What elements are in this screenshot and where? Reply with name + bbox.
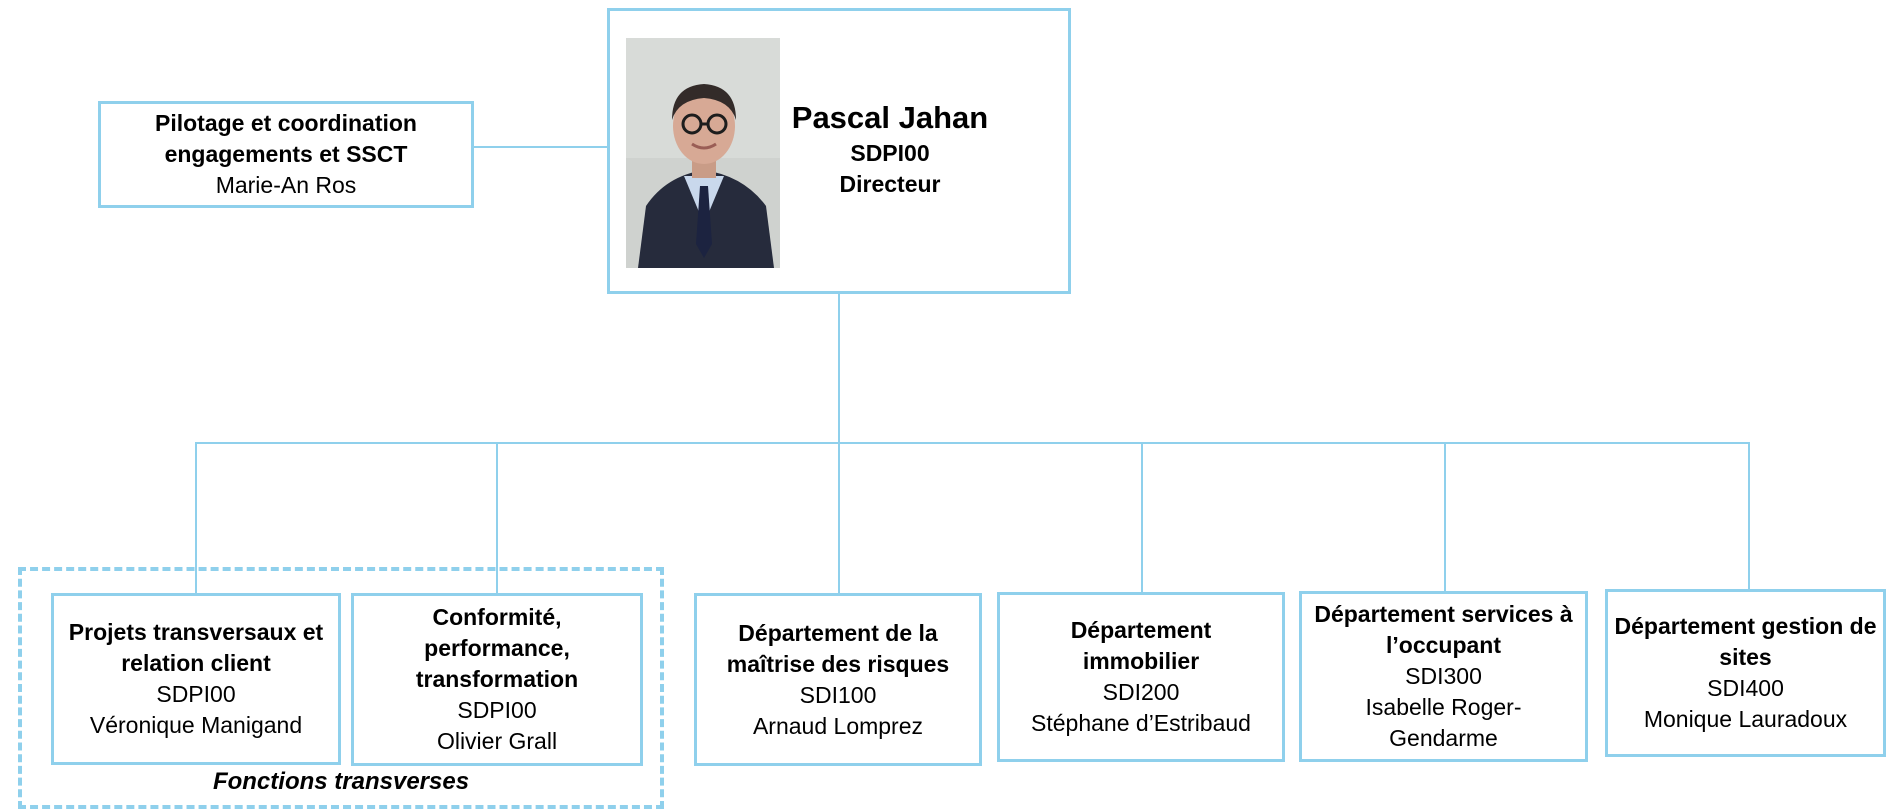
unit-title: Département gestion de sites: [1614, 613, 1877, 670]
staff-title: Pilotage et coordination engagements et …: [155, 110, 417, 167]
unit-title: Projets transversaux et relation client: [68, 619, 324, 676]
connector-horizontal: [195, 442, 1750, 444]
unit-box-6: Département gestion de sites SDI400 Moni…: [1605, 589, 1886, 757]
unit-code: SDI100: [799, 681, 877, 708]
unit-title: Conformité, performance, transformation: [415, 604, 579, 692]
unit-box-2: Conformité, performance, transformation …: [351, 593, 643, 766]
connector-unit-6: [1748, 442, 1750, 590]
unit-title: Département services à l’occupant: [1314, 601, 1573, 658]
unit-person: Arnaud Lomprez: [752, 712, 924, 739]
unit-code: SDI300: [1405, 663, 1482, 689]
unit-person: Isabelle Roger-Gendarme: [1365, 694, 1522, 751]
connector-staff: [474, 146, 608, 148]
unit-box-3: Département de la maîtrise des risques S…: [694, 593, 982, 766]
connector-unit-2: [496, 442, 498, 595]
unit-person: Olivier Grall: [436, 728, 558, 754]
connector-unit-4: [1141, 442, 1143, 594]
connector-unit-1: [195, 442, 197, 594]
unit-title: Département immobilier: [1070, 617, 1212, 674]
connector-unit-3: [838, 442, 840, 596]
director-text: Pascal Jahan SDPI00 Directeur: [780, 98, 1000, 200]
unit-title: Département de la maîtrise des risques: [726, 619, 950, 677]
unit-person: Véronique Manigand: [89, 712, 303, 738]
unit-code: SDPI00: [156, 681, 236, 707]
director-title: Directeur: [839, 171, 941, 197]
unit-box-1: Projets transversaux et relation client …: [51, 593, 341, 765]
director-name: Pascal Jahan: [791, 100, 989, 135]
director-photo: [626, 38, 780, 268]
unit-code: SDI400: [1707, 675, 1784, 701]
connector-unit-5: [1444, 442, 1446, 593]
unit-person: Stéphane d’Estribaud: [1031, 710, 1251, 736]
connector-director-down: [838, 292, 840, 443]
unit-person: Monique Lauradoux: [1643, 706, 1848, 732]
director-code: SDPI00: [850, 140, 930, 166]
unit-code: SDPI00: [457, 697, 537, 723]
staff-box: Pilotage et coordination engagements et …: [98, 101, 474, 208]
unit-box-4: Département immobilier SDI200 Stéphane d…: [997, 592, 1285, 762]
unit-code: SDI200: [1102, 679, 1180, 705]
group-label: Fonctions transverses: [212, 768, 470, 795]
staff-person: Marie-An Ros: [215, 172, 357, 198]
unit-box-5: Département services à l’occupant SDI300…: [1299, 591, 1588, 762]
transverse-functions-group: [18, 567, 664, 809]
